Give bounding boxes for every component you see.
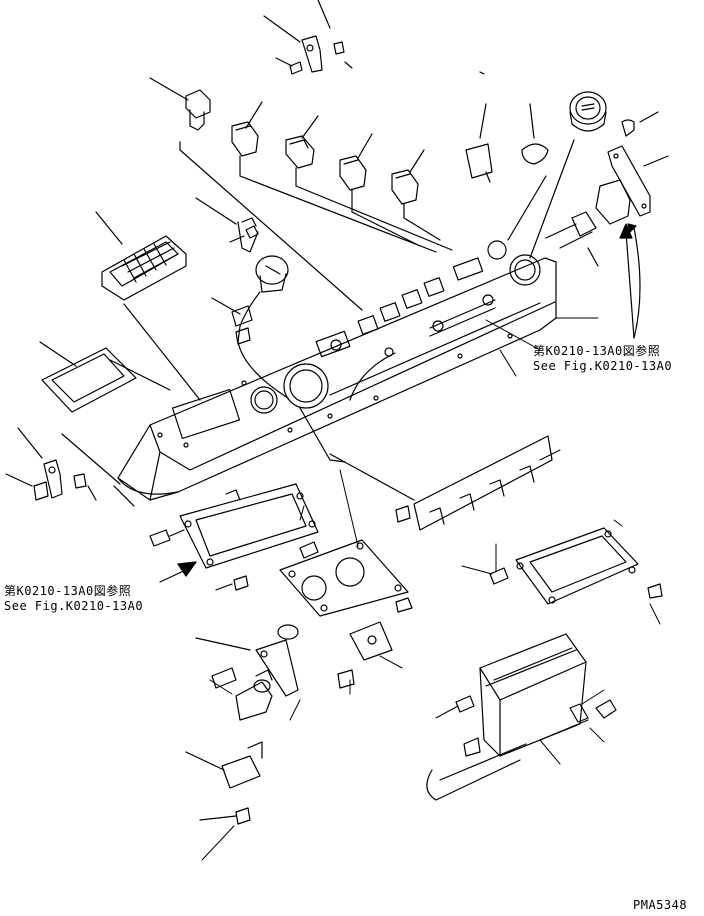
- rocker-switch-1: [231, 121, 259, 157]
- dashboard-panel: [117, 240, 557, 501]
- key-switch: [195, 197, 289, 399]
- lower-left-bracket: [5, 427, 135, 507]
- lower-switch: [185, 741, 263, 825]
- mounting-plate-left: [149, 483, 319, 591]
- support-bracket: [195, 624, 299, 697]
- drawing-number: PMA5348: [633, 898, 688, 912]
- reference-label-right-jp: 第K0210-13A0図参照: [533, 344, 661, 358]
- cigarette-lighter: [149, 77, 363, 311]
- mounting-plate-center: [279, 539, 413, 617]
- small-bracket: [337, 621, 393, 689]
- mounting-plate-right: [489, 527, 663, 605]
- top-right-gauges: [465, 71, 659, 259]
- reference-label-right-en: See Fig.K0210-13A0: [533, 359, 673, 373]
- reference-label-left-en: See Fig.K0210-13A0: [4, 599, 144, 613]
- lens-frame: [39, 341, 171, 413]
- top-bracket-assembly: [263, 0, 353, 75]
- right-bracket: [507, 145, 669, 339]
- reference-arrow-right: [619, 223, 635, 339]
- rocker-switches: [231, 101, 453, 253]
- grille: [95, 211, 201, 401]
- reference-arrow-left: [159, 561, 197, 583]
- controller-box: [426, 633, 617, 801]
- rocker-switch-3: [339, 155, 367, 191]
- connector-bar: [329, 435, 553, 531]
- buzzer: [211, 667, 273, 721]
- rocker-switch-4: [391, 169, 419, 205]
- reference-label-left-jp: 第K0210-13A0図参照: [4, 584, 132, 598]
- leader-lines: [201, 317, 661, 861]
- rocker-switch-2: [285, 135, 315, 169]
